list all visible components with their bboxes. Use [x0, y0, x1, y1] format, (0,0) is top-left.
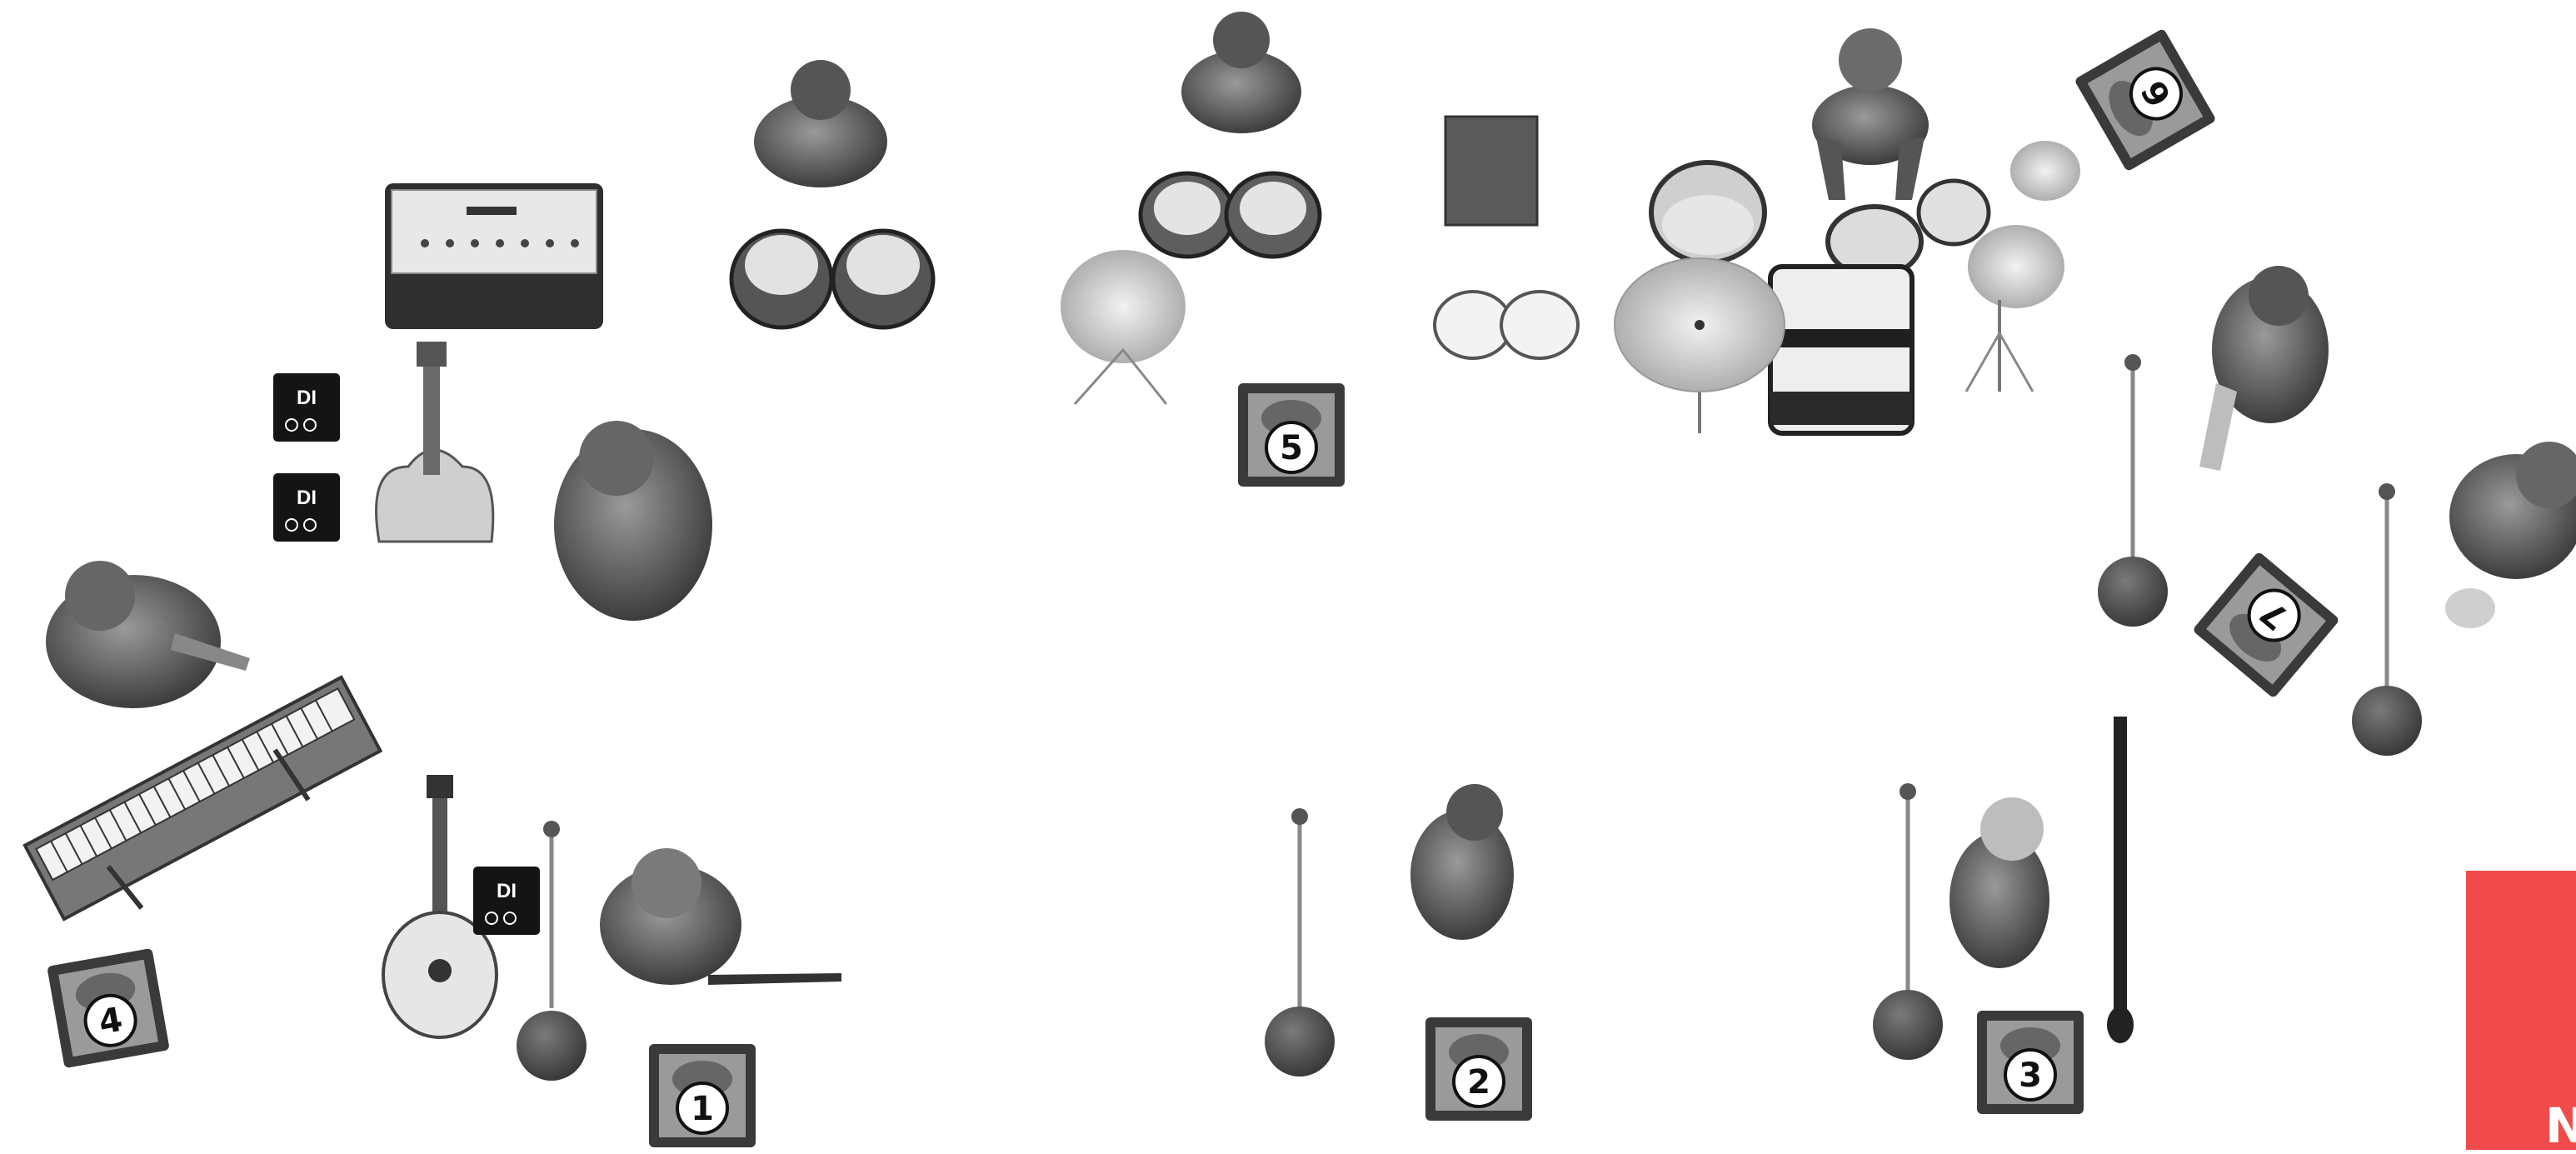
mic-stand — [2098, 354, 2168, 627]
bass-drum — [1770, 267, 1912, 433]
percussionist — [1181, 12, 1301, 133]
hi-hat — [2010, 141, 2080, 201]
right-singer — [1949, 797, 2049, 968]
floor-tom — [1651, 162, 1765, 262]
crash-cymbal — [1615, 258, 1785, 433]
small-bongos — [1435, 292, 1578, 358]
corner-badge: N — [2466, 871, 2576, 1150]
drummer — [1812, 28, 1929, 200]
di-box: DI — [273, 473, 340, 542]
bouzouki-station — [383, 775, 841, 1037]
keyboardist — [46, 561, 250, 708]
bongos — [1141, 173, 1320, 257]
monitor-wedge: 3 — [1977, 1011, 2084, 1114]
di-box-label: DI — [297, 387, 317, 409]
percussion-station — [1061, 12, 1578, 404]
bass-amplifier — [385, 183, 603, 329]
conga-player — [754, 60, 887, 187]
monitor-wedge: 4 — [47, 948, 170, 1068]
di-box-label: DI — [297, 487, 317, 509]
monitor-wedge: 6 — [2074, 28, 2216, 172]
cajon — [1445, 117, 1537, 225]
monitor-wedge: 5 — [1238, 383, 1345, 487]
center-singer — [1410, 784, 1514, 940]
monitor-number: 5 — [1280, 429, 1303, 467]
di-box: DI — [273, 373, 340, 442]
mic-stand — [2352, 483, 2422, 756]
guitarist — [600, 848, 841, 985]
monitor-number: 2 — [1467, 1063, 1490, 1102]
sax-player — [2445, 442, 2576, 628]
monitor-number: 1 — [691, 1090, 714, 1128]
bass-guitar — [377, 342, 493, 542]
keyboard-station — [25, 561, 381, 919]
rack-tom — [1919, 181, 1989, 244]
mic-stand — [1873, 783, 1943, 1060]
clarinet — [2107, 717, 2134, 1043]
conga-station — [731, 60, 933, 327]
monitor-wedge: 1 — [649, 1044, 756, 1147]
drum-kit — [1615, 28, 2080, 433]
di-box-label: DI — [497, 880, 517, 902]
bass-station — [377, 183, 712, 621]
monitor-wedge: 7 — [2192, 551, 2340, 698]
di-box: DI — [473, 867, 540, 935]
monitor-wedge: 2 — [1425, 1017, 1532, 1121]
trumpet-player — [2199, 266, 2329, 471]
monitor-number: 3 — [2019, 1057, 2042, 1095]
mic-stand — [1265, 808, 1335, 1077]
keyboard — [25, 677, 381, 919]
ride-cymbal — [1966, 225, 2064, 392]
di-boxes: DI DI DI — [273, 373, 540, 935]
mic-stand — [517, 821, 587, 1081]
mic-stands — [517, 354, 2422, 1081]
corner-badge-text: N — [2545, 1102, 2576, 1150]
congas — [731, 231, 933, 327]
percussion-cymbal — [1061, 250, 1186, 404]
bassist — [554, 421, 712, 621]
